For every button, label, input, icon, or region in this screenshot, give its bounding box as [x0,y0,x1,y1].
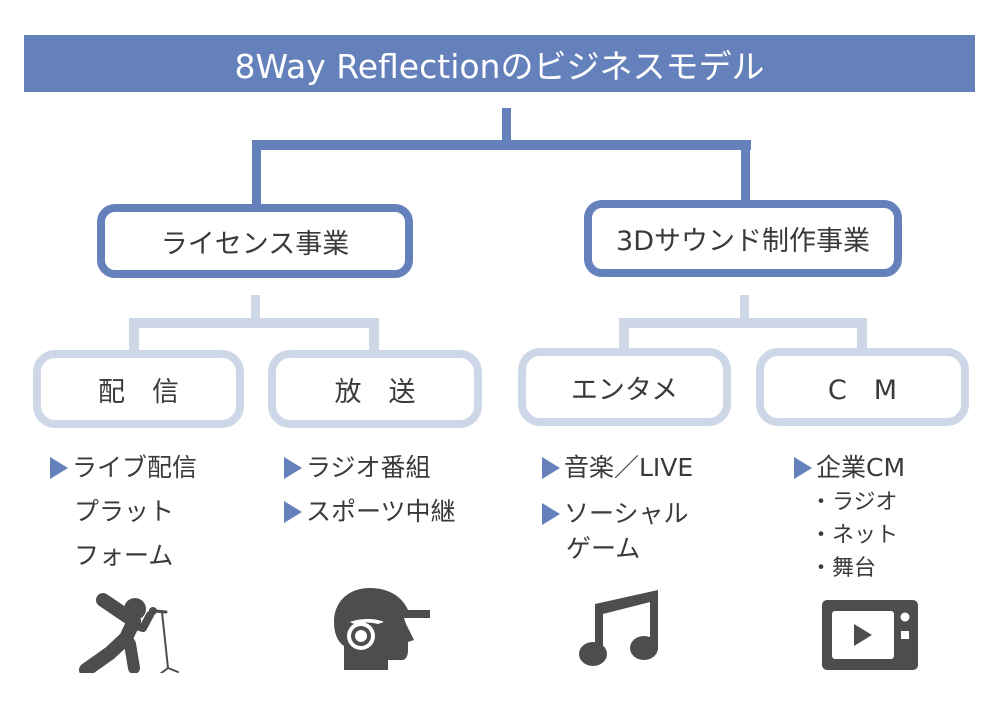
connector-license-vertical [251,295,260,327]
list-item: 音楽／LIVE [542,446,693,490]
cm-label: C M [827,374,898,406]
broadcast-box: 放 送 [268,350,482,428]
list-item: ソーシャル [542,496,693,532]
broadcast-items: ラジオ番組 スポーツ中継 [284,446,456,534]
entertainment-items: 音楽／LIVE ソーシャル ゲーム [542,446,693,566]
connector-root-vertical [502,108,511,148]
license-business-label: ライセンス事業 [160,228,350,260]
bullet-triangle-icon [542,457,560,479]
broadcast-label: 放 送 [334,376,416,408]
list-item: プラット [74,497,175,526]
license-business-box: ライセンス事業 [97,204,413,278]
tv-play-icon [822,600,918,670]
bullet-triangle-icon [284,457,302,479]
distribution-box: 配 信 [33,350,244,428]
3d-sound-production-label: 3Dサウンド制作事業 [616,226,870,257]
entertainment-label: エンタメ [570,374,679,406]
connector-left-drop [252,140,261,206]
commentator-headset-icon [330,584,430,674]
list-item: フォーム [74,541,174,570]
list-item: ライブ配信 [50,446,197,490]
connector-3d-horizontal [619,318,867,328]
distribution-items: ライブ配信 プラット フォーム [50,446,197,578]
bullet-triangle-icon [50,457,68,479]
singer-with-microphone-icon [70,588,190,673]
entertainment-box: エンタメ [518,348,731,426]
sub-item: ・ネット [810,523,899,548]
distribution-label: 配 信 [98,376,179,408]
3d-sound-production-box: 3Dサウンド制作事業 [584,200,902,277]
music-note-icon [578,590,664,670]
connector-root-horizontal [252,140,751,150]
connector-broadcast-drop [369,318,379,354]
bullet-triangle-icon [794,457,812,479]
list-item: ゲーム [566,534,641,563]
connector-right-drop [741,140,750,202]
sub-item: ・舞台 [810,556,877,581]
connector-3d-vertical [740,295,749,327]
connector-cm-drop [857,318,867,354]
list-item: スポーツ中継 [284,490,456,534]
connector-entertainment-drop [619,318,629,354]
list-item: 企業CM [794,446,905,490]
cm-items: 企業CM ・ラジオ ・ネット ・舞台 [794,446,905,585]
connector-distribution-drop [129,318,139,354]
connector-license-horizontal [129,318,379,328]
bullet-triangle-icon [284,501,302,523]
sub-item: ・ラジオ [810,490,898,515]
bullet-triangle-icon [542,503,560,525]
cm-box: C M [756,348,969,426]
list-item: ラジオ番組 [284,446,456,490]
diagram-title: 8Way Reflectionのビジネスモデル [24,35,975,92]
